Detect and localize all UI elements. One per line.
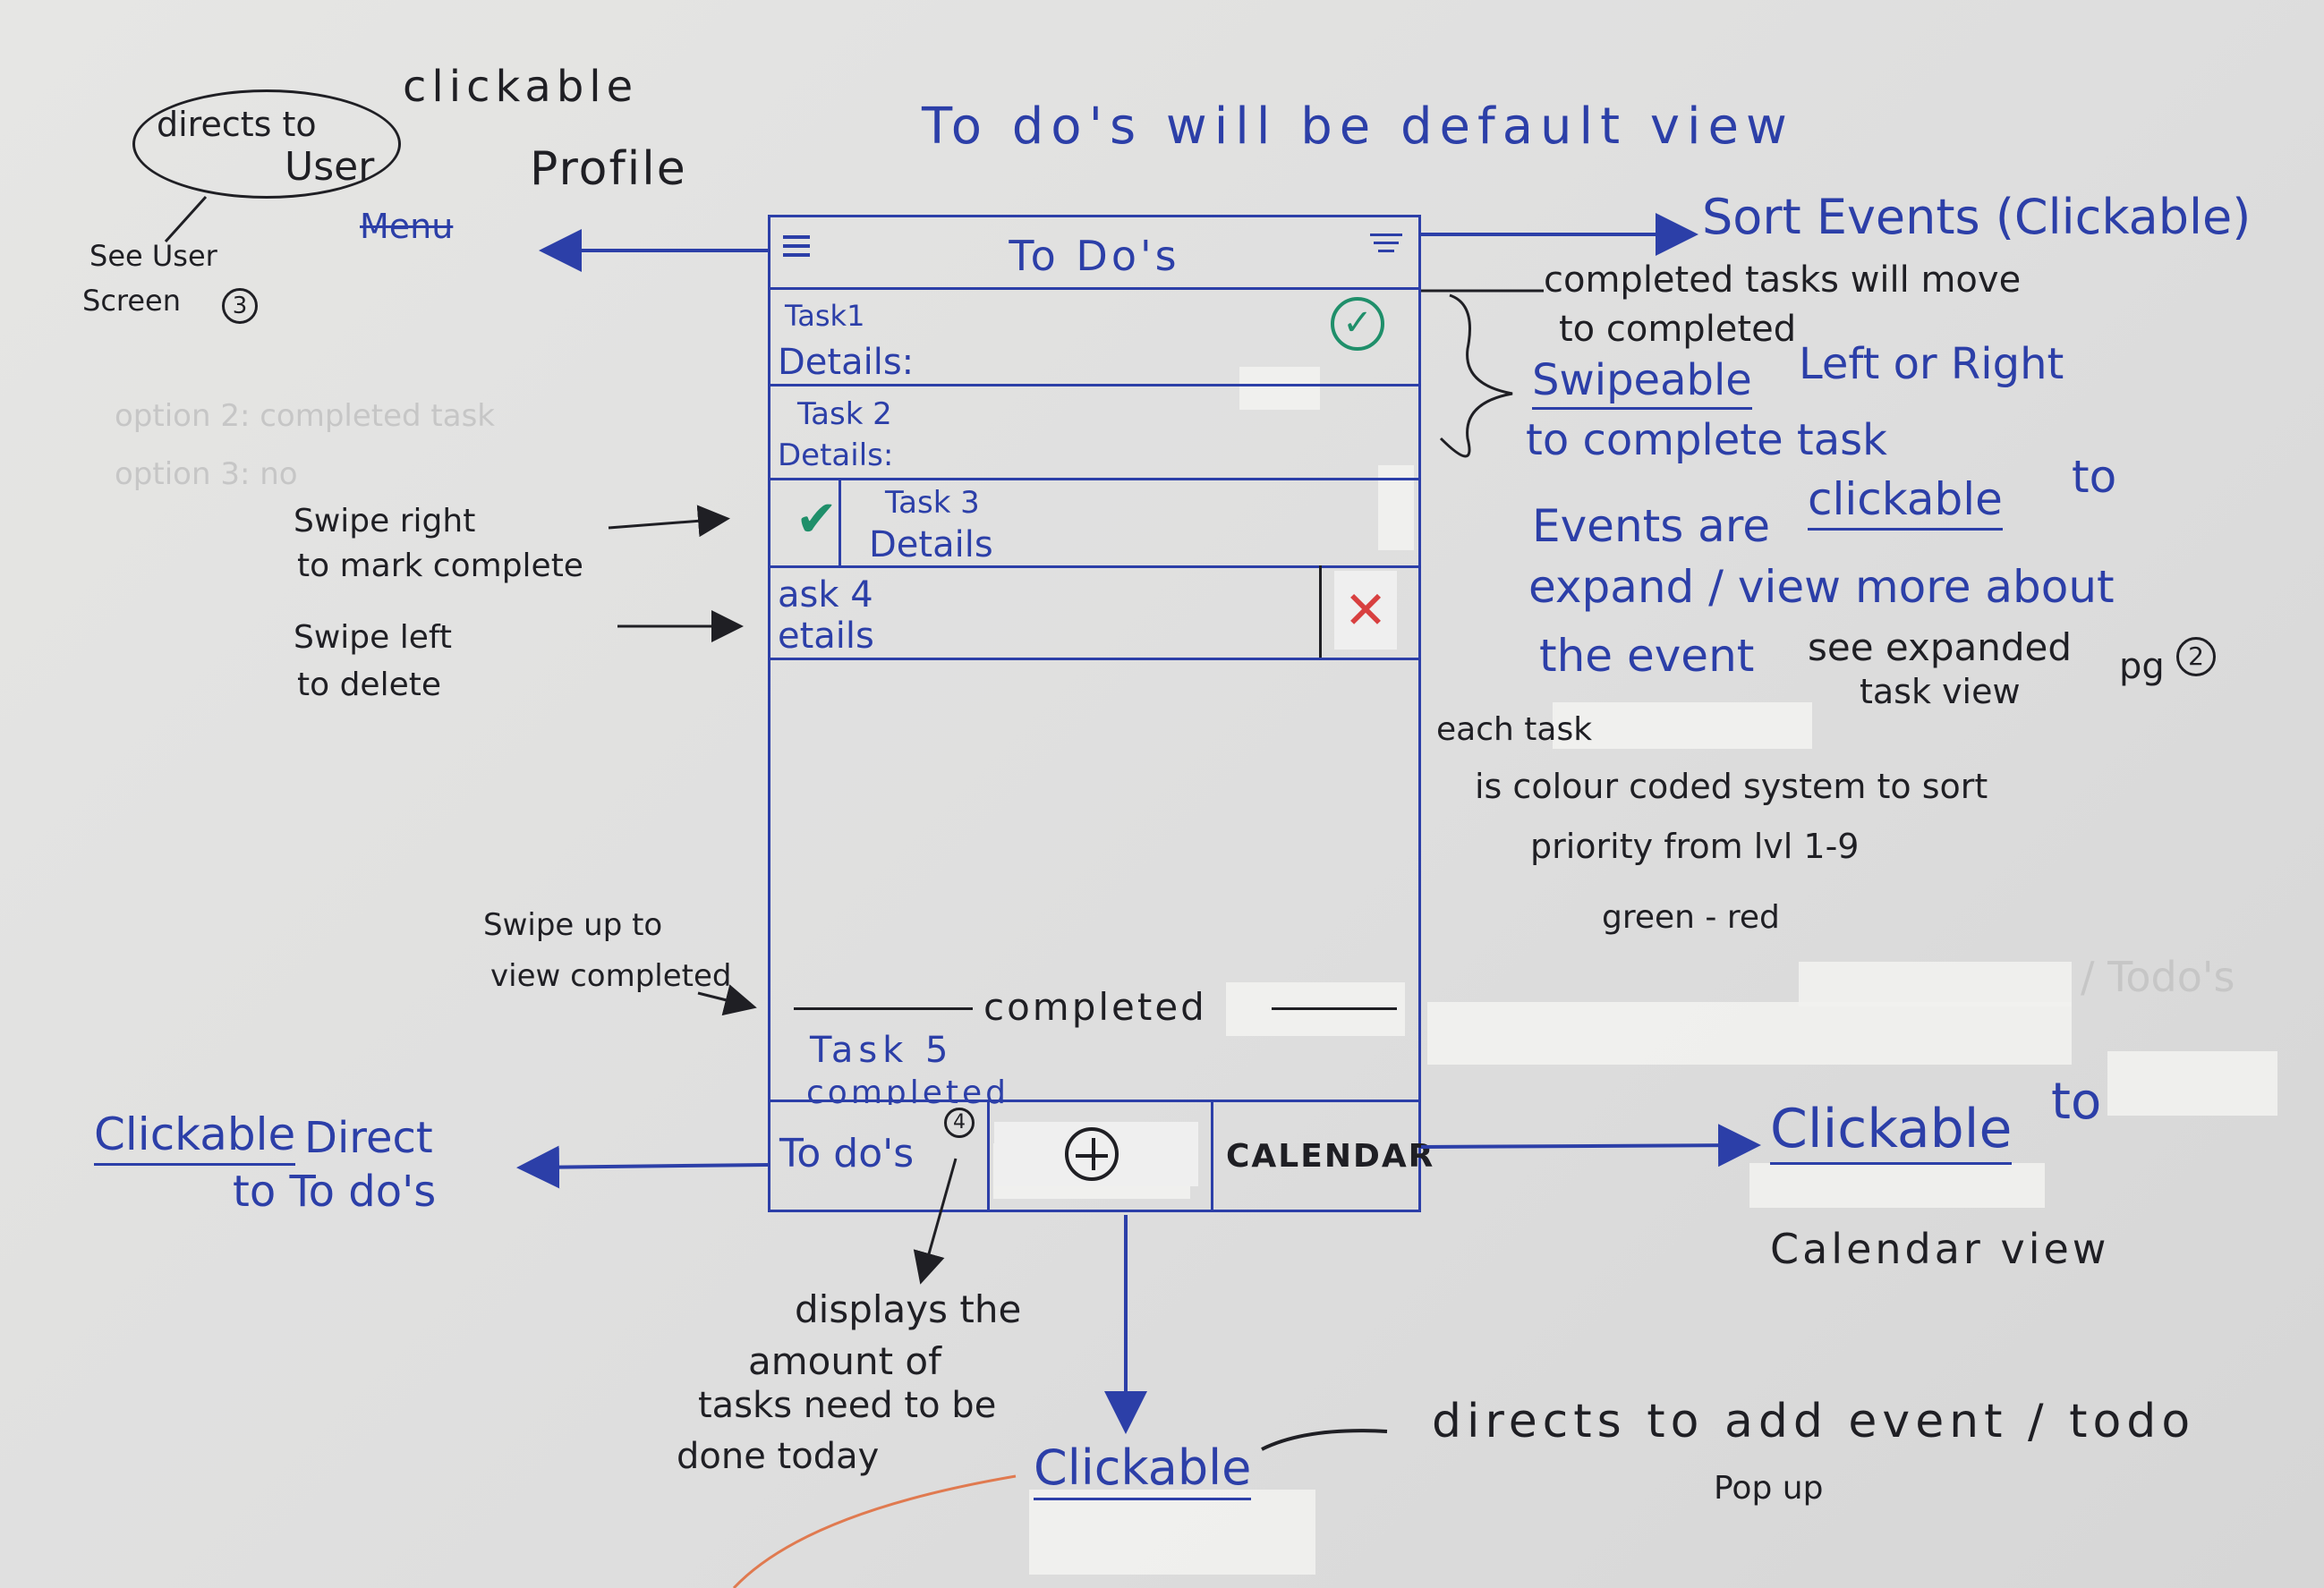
completed-divider bbox=[794, 1007, 973, 1010]
annotation-text: Swipe left bbox=[294, 619, 453, 656]
task-details: Details: bbox=[778, 437, 894, 473]
annotation-text: Clickable bbox=[94, 1108, 296, 1166]
annotation-text: green - red bbox=[1602, 899, 1780, 936]
annotation-text: Screen bbox=[82, 284, 182, 318]
annotation-text: see expanded bbox=[1808, 625, 2073, 669]
completed-header[interactable]: completed bbox=[983, 985, 1207, 1029]
annotation-text: clickable bbox=[403, 62, 639, 112]
calendar-tab[interactable]: CALENDAR bbox=[1213, 1102, 1433, 1210]
completed-divider bbox=[1272, 1007, 1397, 1010]
annotation-text: Swipe up to bbox=[483, 907, 663, 943]
annotation-text: See User bbox=[89, 239, 217, 273]
nav-divider bbox=[987, 1102, 990, 1210]
annotation-text: to delete bbox=[297, 667, 441, 703]
task-title: Task 2 bbox=[797, 396, 892, 432]
annotation-text: Swipeable bbox=[1532, 355, 1752, 411]
erased-note: / Todo's bbox=[2081, 953, 2235, 1001]
annotation-text: done today bbox=[677, 1436, 880, 1477]
bubble-text: directs to bbox=[157, 105, 317, 144]
todos-tab-label: To do's bbox=[779, 1131, 915, 1176]
nav-divider bbox=[1211, 1102, 1213, 1210]
tape-patch bbox=[1749, 1163, 2045, 1208]
tape-patch bbox=[1427, 1002, 2072, 1065]
todos-tab[interactable]: To do's 4 bbox=[770, 1102, 987, 1210]
annotation-text: amount of bbox=[748, 1339, 941, 1383]
page-ref-badge: 2 bbox=[2176, 637, 2216, 676]
task-row[interactable]: ask 4 etails ✕ bbox=[770, 565, 1418, 660]
annotation-text: clickable bbox=[1808, 473, 2003, 531]
annotation-text: Left or Right bbox=[1799, 339, 2064, 389]
add-tab[interactable] bbox=[990, 1102, 1211, 1210]
phone-frame: To Do's Task1 Details: ✓ Task 2 Details:… bbox=[768, 215, 1433, 1212]
completed-task-title[interactable]: Task 5 bbox=[810, 1030, 954, 1071]
hamburger-icon[interactable] bbox=[783, 230, 810, 262]
task-details: Details bbox=[869, 524, 993, 565]
tape-patch bbox=[1029, 1490, 1315, 1575]
annotation-text: directs to add event / todo bbox=[1432, 1395, 2196, 1448]
erased-note: option 2: completed task bbox=[115, 398, 495, 434]
annotation-text: to completed bbox=[1559, 309, 1797, 350]
task-count-badge: 4 bbox=[944, 1108, 975, 1138]
annotation-text: expand / view more about bbox=[1528, 561, 2115, 613]
annotation-text: task view bbox=[1860, 672, 2021, 711]
tape-patch bbox=[1553, 702, 1812, 749]
task-row[interactable]: Task 2 Details: bbox=[770, 384, 1418, 480]
screen-title: To Do's bbox=[1009, 232, 1180, 280]
task-details: Details: bbox=[778, 342, 915, 383]
annotation-text: displays the bbox=[795, 1287, 1022, 1331]
task-row[interactable]: ✔ Task 3 Details bbox=[770, 478, 1418, 568]
checkmark-icon: ✔ bbox=[796, 490, 838, 548]
annotation-text: each task bbox=[1436, 711, 1593, 748]
annotation-text: is colour coded system to sort bbox=[1475, 767, 1988, 806]
annotation-text: Clickable bbox=[1034, 1439, 1252, 1501]
annotation-text: Profile bbox=[530, 142, 687, 196]
top-bar: To Do's bbox=[770, 217, 1418, 290]
task-title: Task1 bbox=[785, 299, 865, 333]
sort-lines-icon[interactable] bbox=[1370, 228, 1402, 258]
annotation-text: Calendar view bbox=[1770, 1225, 2110, 1273]
annotation-text: Clickable bbox=[1770, 1099, 2013, 1165]
annotation-text: pg bbox=[2119, 646, 2165, 687]
swipe-divider bbox=[839, 478, 841, 565]
annotation-text: tasks need to be bbox=[698, 1385, 997, 1426]
bottom-nav: To do's 4 CALENDAR bbox=[770, 1100, 1433, 1210]
annotation-text: the event bbox=[1539, 630, 1755, 682]
annotation-text: view completed bbox=[490, 958, 732, 994]
annotation-text: Swipe right bbox=[294, 503, 476, 539]
task-title: ask 4 bbox=[778, 574, 873, 616]
swipe-divider bbox=[1319, 565, 1322, 658]
annotation-text: to complete task bbox=[1526, 415, 1887, 465]
check-circle-icon[interactable]: ✓ bbox=[1331, 297, 1384, 351]
annotation-text: to bbox=[2051, 1073, 2102, 1131]
tape-patch bbox=[1799, 962, 2072, 1006]
annotation-text: completed tasks will move bbox=[1544, 259, 2022, 301]
task-title: Task 3 bbox=[885, 485, 980, 521]
annotation-text: priority from lvl 1-9 bbox=[1530, 827, 1860, 866]
task-details: etails bbox=[778, 616, 874, 657]
annotation-text: to mark complete bbox=[297, 548, 583, 584]
annotation-text: Menu bbox=[360, 207, 454, 246]
calendar-tab-label: CALENDAR bbox=[1226, 1138, 1435, 1175]
page-ref-badge: 3 bbox=[222, 288, 258, 324]
x-delete-icon[interactable]: ✕ bbox=[1334, 571, 1397, 650]
plus-circle-icon[interactable] bbox=[1065, 1127, 1119, 1181]
annotation-text: Sort Events (Clickable) bbox=[1702, 189, 2252, 245]
erased-note: option 3: no bbox=[115, 456, 298, 492]
annotation-text: Pop up bbox=[1714, 1470, 1824, 1507]
annotation-text: Direct bbox=[304, 1113, 433, 1163]
annotation-text: to bbox=[2072, 451, 2117, 503]
speech-bubble bbox=[132, 89, 401, 199]
tape-patch bbox=[1239, 367, 1320, 410]
task-row[interactable]: Task1 Details: ✓ bbox=[770, 290, 1418, 386]
annotation-text: Events are bbox=[1532, 500, 1771, 552]
bubble-text: User bbox=[285, 144, 375, 190]
annotation-text: to To do's bbox=[233, 1167, 437, 1217]
header-note: To do's will be default view bbox=[922, 98, 1794, 156]
tape-patch bbox=[2107, 1051, 2277, 1116]
